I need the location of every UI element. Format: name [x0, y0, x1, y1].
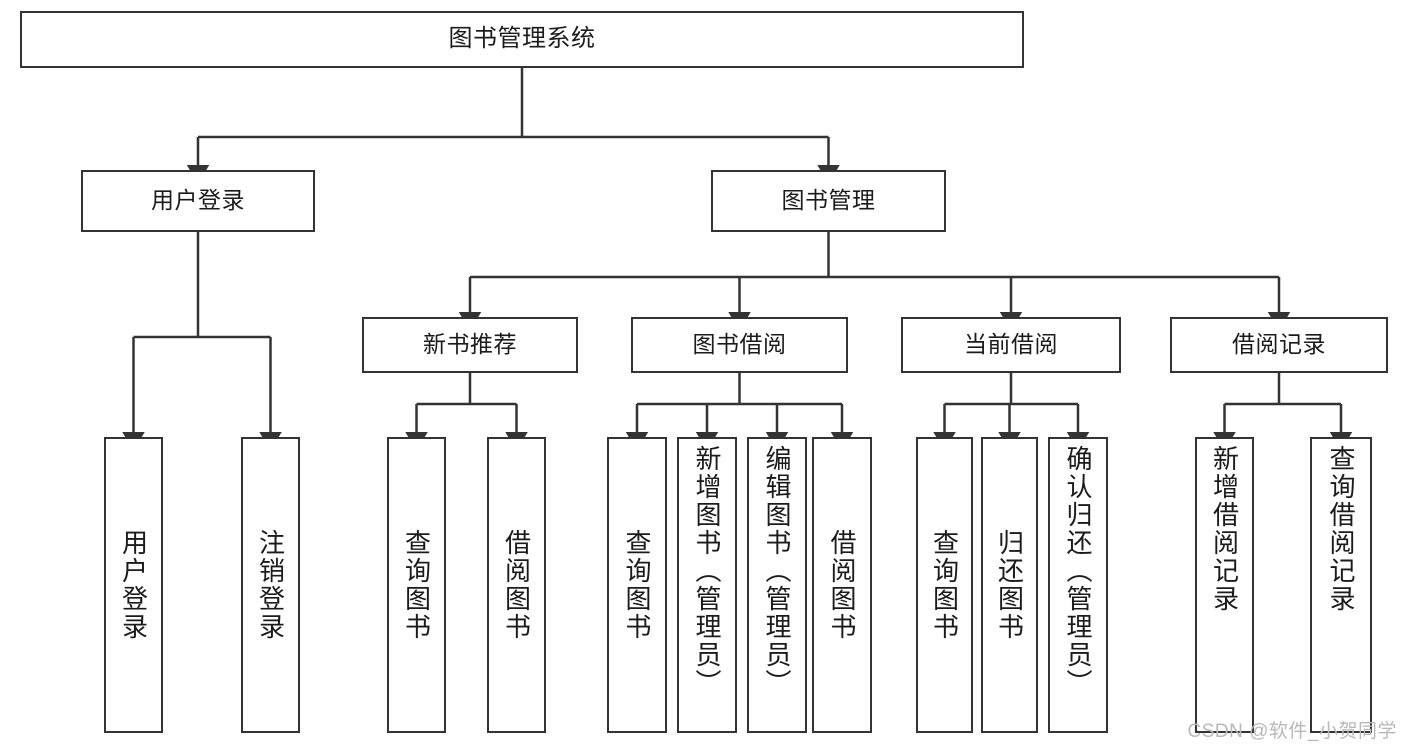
node-new-book-recommend[interactable]: 新书推荐 — [362, 317, 578, 373]
node-leaf-add-book-label: 新增图书（管理员） — [692, 445, 722, 697]
node-leaf-confirm-return-label: 确认归还（管理员） — [1063, 445, 1093, 697]
node-leaf-borrow-book-label: 借阅图书 — [827, 529, 857, 641]
node-root-system[interactable]: 图书管理系统 — [20, 11, 1024, 68]
node-leaf-query-record[interactable]: 查询借阅记录 — [1310, 437, 1372, 733]
node-leaf-borrow-book-new-label: 借阅图书 — [501, 529, 532, 641]
node-borrow-record[interactable]: 借阅记录 — [1170, 317, 1388, 373]
node-leaf-borrow-book[interactable]: 借阅图书 — [812, 437, 872, 733]
node-leaf-query-book-borrow-label: 查询图书 — [622, 529, 652, 641]
node-leaf-query-book-new-label: 查询图书 — [401, 529, 432, 641]
watermark-text: CSDN @软件_小贺同学 — [1187, 721, 1397, 742]
node-leaf-query-record-label: 查询借阅记录 — [1326, 445, 1356, 613]
node-leaf-confirm-return[interactable]: 确认归还（管理员） — [1048, 437, 1108, 733]
node-book-manage[interactable]: 图书管理 — [711, 170, 946, 232]
node-leaf-logout[interactable]: 注销登录 — [241, 437, 300, 733]
node-leaf-return-book[interactable]: 归还图书 — [981, 437, 1038, 733]
node-leaf-query-book-current[interactable]: 查询图书 — [916, 437, 973, 733]
node-leaf-add-record[interactable]: 新增借阅记录 — [1195, 437, 1254, 733]
node-leaf-logout-label: 注销登录 — [255, 529, 286, 641]
node-leaf-user-login[interactable]: 用户登录 — [104, 437, 163, 733]
node-leaf-borrow-book-new[interactable]: 借阅图书 — [487, 437, 546, 733]
node-leaf-query-book-current-label: 查询图书 — [929, 529, 960, 641]
node-leaf-add-book[interactable]: 新增图书（管理员） — [677, 437, 737, 733]
node-new-book-recommend-label: 新书推荐 — [423, 331, 517, 358]
node-leaf-edit-book-label: 编辑图书（管理员） — [762, 445, 792, 697]
node-leaf-edit-book[interactable]: 编辑图书（管理员） — [747, 437, 807, 733]
node-user-login-label: 用户登录 — [151, 187, 245, 214]
node-book-borrow[interactable]: 图书借阅 — [631, 317, 848, 373]
node-user-login[interactable]: 用户登录 — [81, 170, 315, 232]
node-root-system-label: 图书管理系统 — [448, 25, 596, 53]
node-leaf-query-book-borrow[interactable]: 查询图书 — [607, 437, 667, 733]
node-book-manage-label: 图书管理 — [781, 187, 876, 214]
node-leaf-add-record-label: 新增借阅记录 — [1209, 445, 1240, 613]
node-leaf-return-book-label: 归还图书 — [994, 529, 1025, 641]
node-current-borrow-label: 当前借阅 — [964, 331, 1058, 358]
node-book-borrow-label: 图书借阅 — [692, 331, 787, 358]
node-borrow-record-label: 借阅记录 — [1232, 331, 1326, 358]
node-leaf-user-login-label: 用户登录 — [118, 529, 149, 641]
node-leaf-query-book-new[interactable]: 查询图书 — [387, 437, 446, 733]
node-current-borrow[interactable]: 当前借阅 — [901, 317, 1121, 373]
